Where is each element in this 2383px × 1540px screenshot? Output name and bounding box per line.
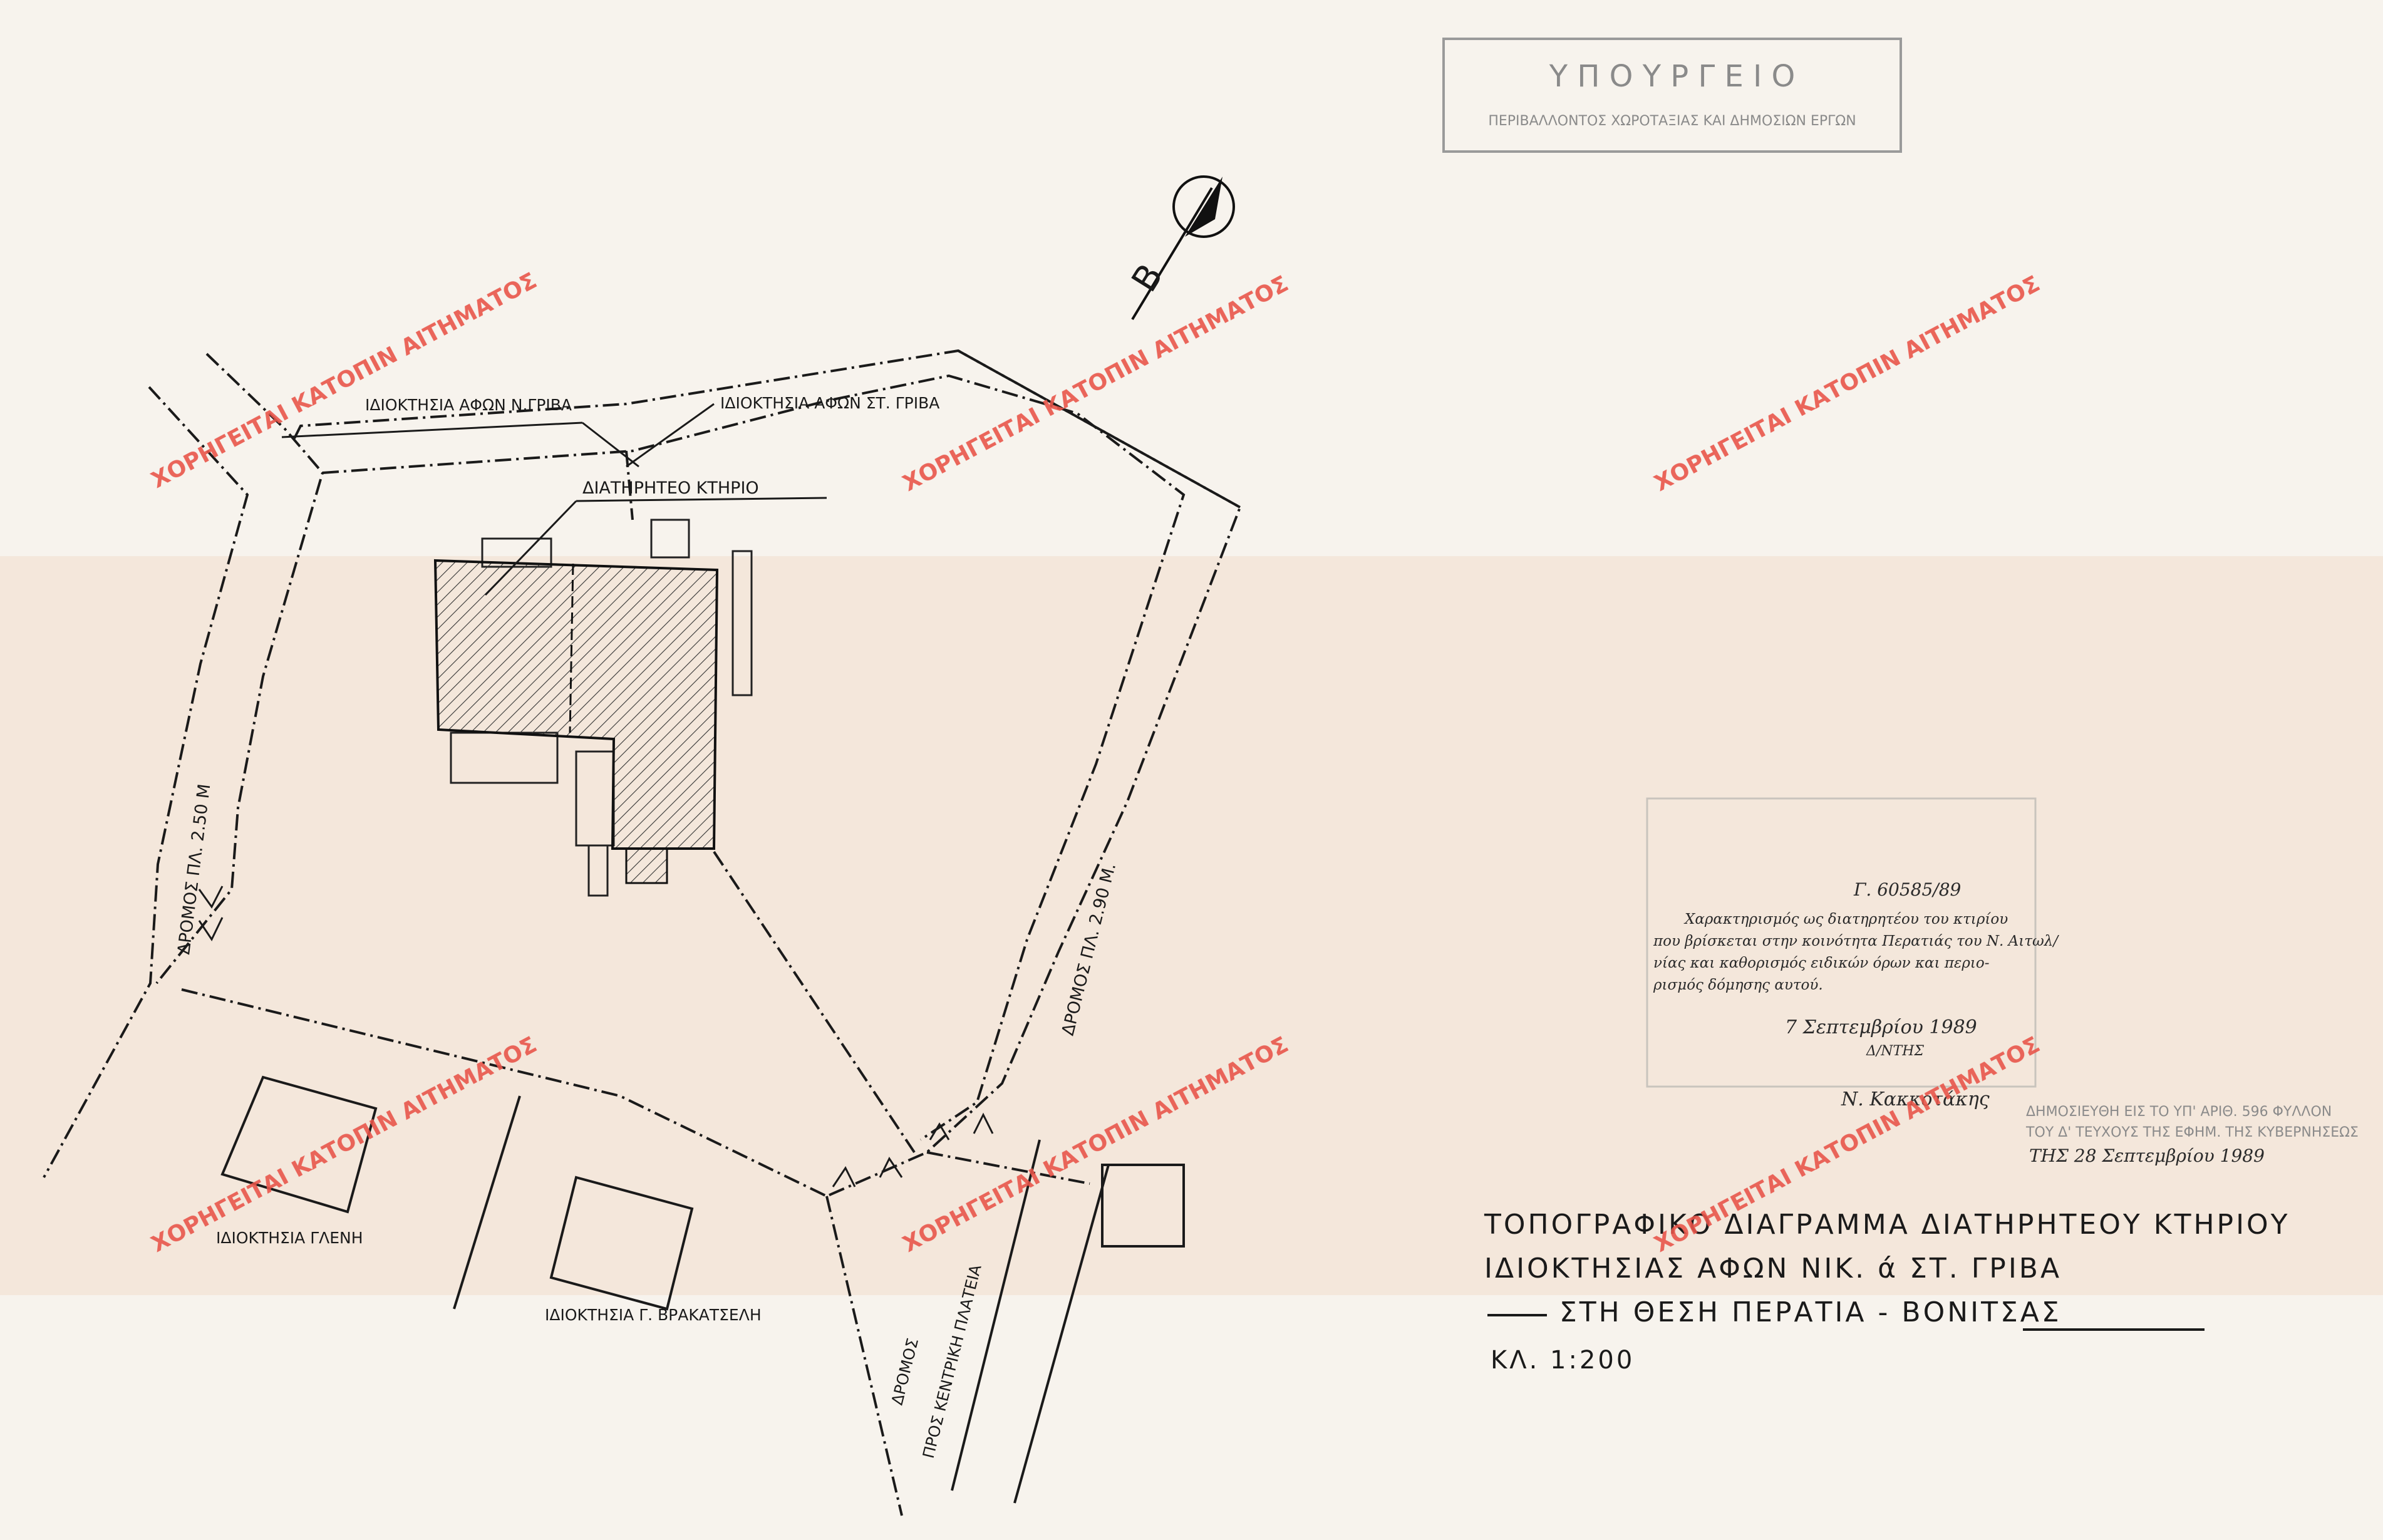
north-letter: Β xyxy=(1124,257,1171,299)
ministry-stamp-line2: ΠΕΡΙΒΑΛΛΟΝΤΟΣ ΧΩΡΟΤΑΞΙΑΣ ΚΑΙ ΔΗΜΟΣΙΩΝ ΕΡ… xyxy=(1488,113,1856,129)
publication-line3: ΤΗΣ 28 Σεπτεμβρίου 1989 xyxy=(2029,1145,2265,1166)
watermark-1: ΧΟΡΗΓΕΙΤΑΙ ΚΑΤΟΠΙΝ ΑΙΤΗΜΑΤΟΣ xyxy=(147,268,541,494)
label-road-right: ΔΡΟΜΟΣ ΠΛ. 2.90 Μ. xyxy=(1058,861,1120,1038)
road-right xyxy=(293,349,1242,1197)
publication-stamp: ΔΗΜΟΣΙΕΥΘΗ ΕΙΣ ΤΟ ΥΠ' ΑΡΙΘ. 596 ΦΥΛΛΟΝ Τ… xyxy=(2025,1104,2359,1166)
label-property-n-griva: ΙΔΙΟΚΤΗΣΙΑ ΑΦΩΝ Ν.ΓΡΙΒΑ xyxy=(365,396,572,414)
title-line1: ΤΟΠΟΓΡΑΦΙΚΟ ΔΙΑΓΡΑΜΜΑ ΔΙΑΤΗΡΗΤΕΟΥ ΚΤΗΡΙΟ… xyxy=(1484,1209,2290,1241)
approval-signature: Ν. Κακκοτάκης xyxy=(1841,1088,1990,1110)
label-road-to-square-1: ΔΡΟΜΟΣ xyxy=(888,1336,922,1407)
gate-markers xyxy=(198,886,994,1187)
ministry-stamp: Υ Π Ο Υ Ρ Γ Ε Ι Ο ΠΕΡΙΒΑΛΛΟΝΤΟΣ ΧΩΡΟΤΑΞΙ… xyxy=(1442,38,1902,153)
label-property-vrakatseli: ΙΔΙΟΚΤΗΣΙΑ Γ. ΒΡΑΚΑΤΣΕΛΗ xyxy=(545,1306,762,1324)
publication-line2: ΤΟΥ Δ' ΤΕΥΧΟΥΣ ΤΗΣ ΕΦΗΜ. ΤΗΣ ΚΥΒΕΡΝΗΣΕΩΣ xyxy=(2025,1125,2359,1140)
label-road-left: ΔΡΟΜΟΣ ΠΛ. 2.50 Μ xyxy=(174,783,214,956)
approval-ref: Γ. 60585/89 xyxy=(1853,879,1961,900)
title-line2: ΙΔΙΟΚΤΗΣΙΑΣ ΑΦΩΝ ΝΙΚ. ά ΣΤ. ΓΡΙΒΑ xyxy=(1484,1253,2062,1284)
parcel-boundary xyxy=(181,450,1090,1516)
approval-text-line-3: νίας και καθορισμός ειδικών όρων και περ… xyxy=(1653,955,1990,971)
approval-text-line-2: που βρίσκεται στην κοινότητα Περατιάς το… xyxy=(1653,933,2059,949)
approval-role: Δ/ΝΤΗΣ xyxy=(1866,1043,1924,1059)
paper-tint-band xyxy=(0,556,2383,1295)
road-to-square xyxy=(453,1095,1110,1504)
watermark-3: ΧΟΡΗΓΕΙΤΑΙ ΚΑΤΟΠΙΝ ΑΙΤΗΜΑΤΟΣ xyxy=(1650,271,2044,497)
watermark-5: ΧΟΡΗΓΕΙΤΑΙ ΚΑΤΟΠΙΝ ΑΙΤΗΜΑΤΟΣ xyxy=(899,1032,1293,1258)
label-road-to-square-2: ΠΡΟΣ ΚΕΝΤΡΙΚΗ ΠΛΑΤΕΙΑ xyxy=(919,1263,985,1460)
road-left xyxy=(43,353,324,1178)
approval-date: 7 Σεπτεμβρίου 1989 xyxy=(1785,1016,1977,1038)
approval-note: Γ. 60585/89 Χαρακτηρισμός ως διατηρητέου… xyxy=(1646,797,2059,1110)
label-listed-building: ΔΙΑΤΗΡΗΤΕΟ ΚΤΗΡΙΟ xyxy=(582,478,759,498)
publication-line1: ΔΗΜΟΣΙΕΥΘΗ ΕΙΣ ΤΟ ΥΠ' ΑΡΙΘ. 596 ΦΥΛΛΟΝ xyxy=(2026,1104,2332,1120)
watermark-4: ΧΟΡΗΓΕΙΤΑΙ ΚΑΤΟΠΙΝ ΑΙΤΗΜΑΤΟΣ xyxy=(147,1032,541,1258)
title-line3: ΣΤΗ ΘΕΣΗ ΠΕΡΑΤΙΑ - ΒΟΝΙΤΣΑΣ xyxy=(1559,1296,2062,1328)
label-property-gleni: ΙΔΙΟΚΤΗΣΙΑ ΓΛΕΝΗ xyxy=(216,1229,363,1247)
watermark-2: ΧΟΡΗΓΕΙΤΑΙ ΚΑΤΟΠΙΝ ΑΙΤΗΜΑΤΟΣ xyxy=(899,271,1293,497)
leader-lines xyxy=(281,403,827,596)
label-property-st-griva: ΙΔΙΟΚΤΗΣΙΑ ΑΦΩΝ ΣΤ. ΓΡΙΒΑ xyxy=(720,394,939,412)
listed-building-footprint xyxy=(433,519,753,897)
title-block: ΤΟΠΟΓΡΑΦΙΚΟ ΔΙΑΓΡΑΜΜΑ ΔΙΑΤΗΡΗΤΕΟΥ ΚΤΗΡΙΟ… xyxy=(1484,1209,2290,1375)
ministry-stamp-line1: Υ Π Ο Υ Ρ Γ Ε Ι Ο xyxy=(1549,59,1796,94)
approval-text-line-1: Χαρακτηρισμός ως διατηρητέου του κτιρίου xyxy=(1683,911,2008,928)
approval-text-line-4: ρισμός δόμησης αυτού. xyxy=(1653,977,1823,993)
title-scale: ΚΛ. 1:200 xyxy=(1491,1346,1635,1375)
north-arrow-icon: Β xyxy=(1124,175,1235,321)
neighbor-parcels xyxy=(220,1075,1185,1311)
